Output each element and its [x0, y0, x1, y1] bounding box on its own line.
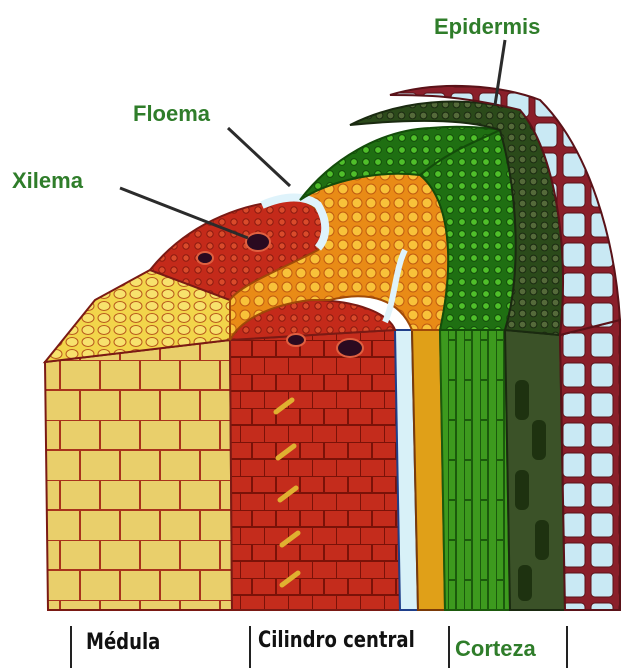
divider-tick — [448, 626, 450, 668]
epidermis-front — [560, 320, 620, 610]
corteza-label: Corteza — [455, 636, 536, 662]
cortex-dark-front — [505, 330, 565, 610]
cilindro-central-label: Cilindro central — [258, 628, 415, 653]
xylem-front-face — [230, 330, 400, 610]
medula-front-face — [45, 340, 232, 610]
floema-pointer — [228, 128, 290, 186]
divider-tick — [249, 626, 251, 668]
floema-label: Floema — [133, 101, 210, 127]
divider-tick — [70, 626, 72, 668]
medula-label: Médula — [86, 630, 160, 655]
cortex-green-front — [440, 330, 510, 610]
divider-tick — [566, 626, 568, 668]
xilema-label: Xilema — [12, 168, 83, 194]
epidermis-label: Epidermis — [434, 14, 540, 40]
